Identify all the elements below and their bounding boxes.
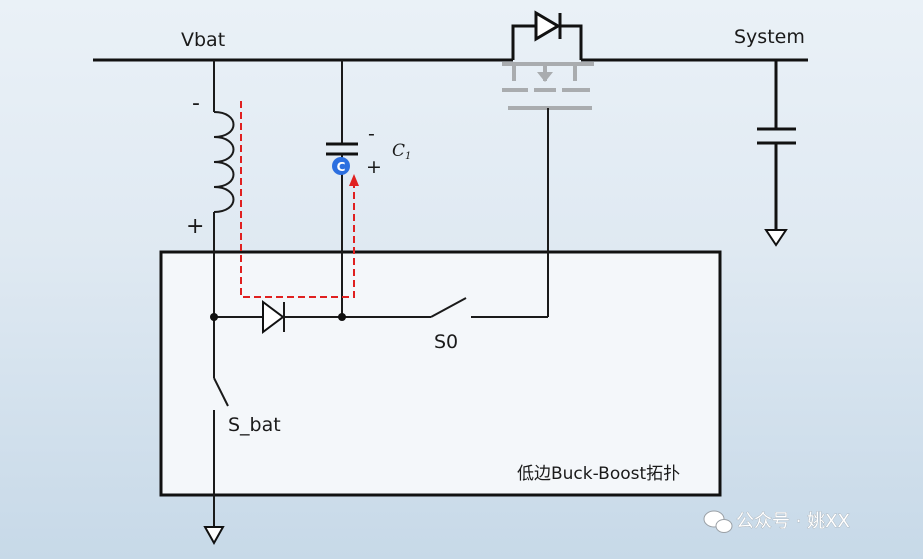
watermark: 公众号 · 姚XX (703, 510, 850, 533)
junction-left (210, 313, 218, 321)
s0-switch[interactable] (430, 297, 467, 318)
system-label: System (734, 26, 805, 48)
ic-box (159, 250, 722, 497)
bottom-ground-icon (203, 526, 225, 546)
capacitor-badge (332, 157, 350, 175)
s-bat-label: S_bat (228, 414, 281, 436)
s0-label: S0 (434, 331, 458, 353)
wechat-icon (703, 510, 733, 533)
s-bat-switch (213, 377, 229, 407)
inductor-plus-label: + (186, 214, 204, 239)
watermark-text: 公众号 · 姚XX (736, 511, 850, 532)
cap-name-label: C1 (392, 141, 411, 162)
mosfet-body-diode (511, 10, 583, 60)
system-capacitor (757, 60, 796, 230)
current-arrow-icon (349, 174, 359, 186)
current-path (240, 101, 355, 298)
cap-plus-label: + (366, 156, 382, 178)
inductor-minus-label: - (192, 91, 200, 116)
junction-right (338, 313, 346, 321)
topology-label: 低边Buck-Boost拓扑 (517, 464, 680, 484)
inductor-coil (213, 111, 235, 213)
vbat-label: Vbat (181, 29, 225, 51)
internal-diode (262, 300, 285, 334)
capacitor-c1 (326, 60, 358, 317)
system-ground-icon (764, 229, 788, 247)
mosfet-symbol (502, 62, 594, 110)
capacitor-badge-label: C (337, 160, 346, 174)
cap-minus-label: - (368, 123, 375, 145)
